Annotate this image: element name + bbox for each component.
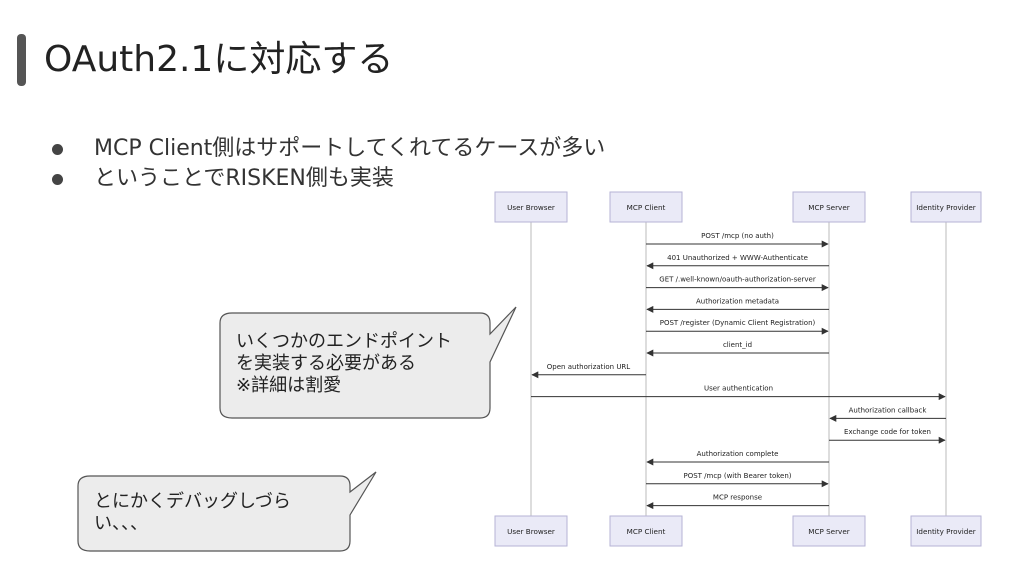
message-label: POST /register (Dynamic Client Registrat… bbox=[660, 319, 816, 327]
bullet-text: ということでRISKEN側も実装 bbox=[94, 166, 394, 191]
bullet-text: MCP Client側はサポートしてくれてるケースが多い bbox=[94, 136, 606, 161]
participant-box-top bbox=[792, 191, 866, 223]
participant-label: MCP Client bbox=[627, 203, 666, 212]
callout-bubble-debug bbox=[77, 471, 377, 552]
bullet-item: ということでRISKEN側も実装 bbox=[52, 164, 605, 194]
message-label: Exchange code for token bbox=[844, 428, 931, 436]
participant-label: MCP Client bbox=[627, 527, 666, 536]
message-label: 401 Unauthorized + WWW-Authenticate bbox=[667, 254, 808, 262]
participant-box-bottom bbox=[792, 515, 866, 547]
participant-box-bottom bbox=[609, 515, 683, 547]
message-label: Authorization complete bbox=[697, 450, 779, 458]
bullet-dot-icon bbox=[52, 144, 63, 155]
message-label: Authorization metadata bbox=[696, 297, 779, 305]
message-label: GET /.well-known/oauth-authorization-ser… bbox=[659, 276, 816, 284]
bullet-list: MCP Client側はサポートしてくれてるケースが多い ということでRISKE… bbox=[52, 134, 605, 194]
message-label: MCP response bbox=[713, 494, 762, 502]
callout-text-debug: とにかくデバッグしづら い、、、 bbox=[94, 491, 291, 534]
participant-label: MCP Server bbox=[808, 203, 849, 212]
title-accent-bar bbox=[17, 34, 26, 86]
participant-label: Identity Provider bbox=[916, 203, 975, 212]
participant-label: MCP Server bbox=[808, 527, 849, 536]
message-label: POST /mcp (no auth) bbox=[701, 232, 774, 240]
message-label: POST /mcp (with Bearer token) bbox=[683, 472, 791, 480]
bullet-item: MCP Client側はサポートしてくれてるケースが多い bbox=[52, 134, 605, 164]
participant-box-top bbox=[910, 191, 982, 223]
participant-label: User Browser bbox=[507, 527, 555, 536]
message-label: client_id bbox=[723, 341, 752, 349]
participant-box-bottom bbox=[494, 515, 568, 547]
slide-title: OAuth2.1に対応する bbox=[44, 39, 394, 80]
participant-label: User Browser bbox=[507, 203, 555, 212]
message-label: Open authorization URL bbox=[547, 363, 631, 371]
callout-bubble-endpoints bbox=[219, 306, 517, 419]
participant-box-top bbox=[494, 191, 568, 223]
participant-label: Identity Provider bbox=[916, 527, 975, 536]
participant-box-top bbox=[609, 191, 683, 223]
bullet-dot-icon bbox=[52, 174, 63, 185]
message-label: User authentication bbox=[704, 385, 773, 393]
message-label: Authorization callback bbox=[849, 406, 928, 414]
callout-text-endpoints: いくつかのエンドポイント を実装する必要がある ※詳細は割愛 bbox=[236, 331, 452, 396]
participant-box-bottom bbox=[910, 515, 982, 547]
